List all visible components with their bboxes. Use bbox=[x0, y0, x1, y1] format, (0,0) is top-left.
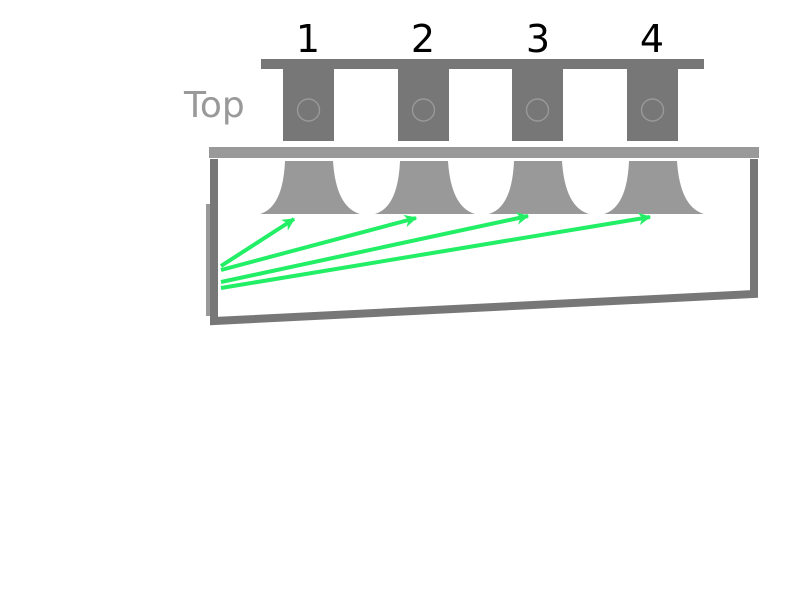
port-3-hole-icon bbox=[525, 98, 550, 122]
airflow-arrow-to-runner-1 bbox=[219, 217, 296, 268]
port-4-block-body bbox=[627, 69, 678, 141]
port-3-block-body bbox=[512, 69, 563, 141]
port-2-number: 2 bbox=[411, 17, 435, 61]
runner-1-trumpet bbox=[260, 161, 360, 214]
airflow-arrow-to-runner-3 bbox=[220, 212, 530, 284]
port-3-number: 3 bbox=[526, 17, 550, 61]
port-1-block bbox=[283, 69, 334, 141]
airflow-arrow-to-runner-2 bbox=[220, 214, 418, 272]
port-2-block-body bbox=[398, 69, 449, 141]
plenum-frame bbox=[210, 159, 758, 326]
runner-3-trumpet bbox=[489, 161, 589, 214]
top-rail bbox=[261, 59, 704, 69]
port-4-number: 4 bbox=[640, 17, 664, 61]
airflow-arrows bbox=[219, 212, 652, 290]
port-1-hole-icon bbox=[296, 98, 321, 122]
plenum-back-wall bbox=[206, 204, 210, 316]
port-2-hole-icon bbox=[411, 98, 436, 122]
port-3-block bbox=[512, 69, 563, 141]
airflow-arrow-to-runner-4 bbox=[220, 212, 652, 290]
port-2-block bbox=[398, 69, 449, 141]
runner-4-trumpet bbox=[604, 161, 704, 214]
port-1-number: 1 bbox=[296, 17, 320, 61]
top-label: Top bbox=[183, 85, 245, 126]
port-1-block-body bbox=[283, 69, 334, 141]
flange-plate bbox=[209, 147, 759, 158]
runner-2-trumpet bbox=[375, 161, 475, 214]
port-4-block bbox=[627, 69, 678, 141]
port-4-hole-icon bbox=[640, 98, 665, 122]
